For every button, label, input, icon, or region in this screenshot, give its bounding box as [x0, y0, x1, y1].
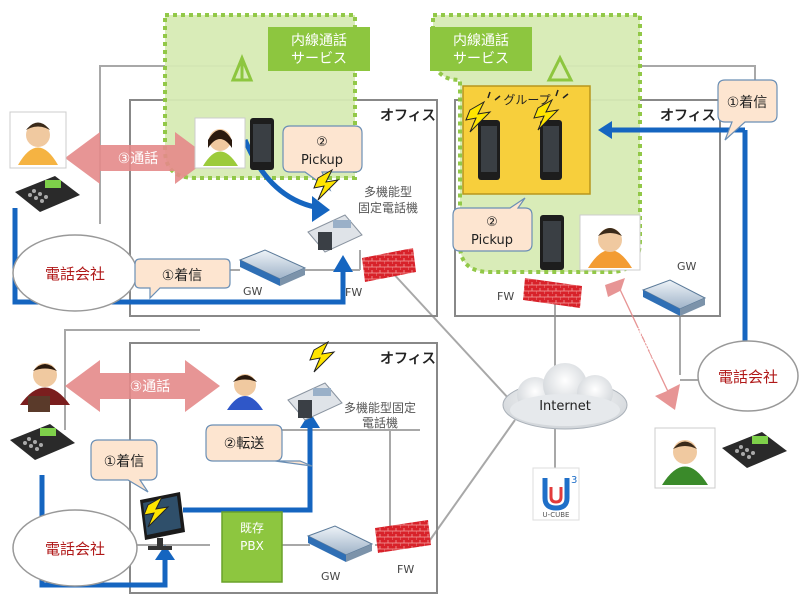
carrier-ellipse-bottom — [12, 509, 138, 587]
person-icon — [227, 374, 263, 410]
smartphone-icon — [540, 215, 564, 270]
call-label-right: ③通話 — [627, 324, 661, 368]
gw-router-top-right — [641, 279, 707, 316]
gw-router-bottom — [306, 525, 374, 562]
desk-phone-icon — [10, 424, 75, 460]
fw-label-bottom: FW — [397, 563, 414, 576]
multi-phone-label-line2: 固定電話機 — [358, 200, 418, 215]
ucube-sup: 3 — [571, 475, 577, 486]
group-label: グループ — [503, 93, 550, 107]
carrier-label-right: 電話会社 — [718, 368, 778, 386]
pbx-label-line2: PBX — [240, 539, 264, 553]
call-label-bottom-left: ③通話 — [130, 378, 171, 395]
callout-transfer — [205, 424, 313, 467]
office-label-top-left: オフィス — [380, 108, 436, 124]
ucube-logo — [532, 467, 580, 521]
smartphone-icon — [250, 118, 274, 170]
service-label-right-line2: サービス — [453, 51, 509, 67]
callout-pickup-left-num: ② — [316, 135, 328, 150]
service-label-left-line1: 内線通話 — [291, 32, 347, 49]
call-arrow-right — [605, 278, 680, 410]
gw-label-top-left: GW — [243, 285, 263, 298]
carrier-label-bottom: 電話会社 — [45, 540, 105, 558]
monitor-icon — [140, 492, 185, 550]
multi-phone-bottom-label-line1: 多機能型固定 — [344, 400, 416, 415]
multi-function-phone-icon — [307, 214, 363, 253]
person-icon — [20, 363, 70, 412]
carrier-ellipse-right — [697, 340, 799, 412]
firewall-top-left — [362, 248, 416, 282]
firewall-top-right — [523, 278, 582, 308]
ucube-label: U-CUBE — [543, 511, 570, 519]
ringing-bolt-icon — [143, 98, 560, 528]
call-arrow-bottom-left — [65, 360, 220, 412]
person-icon — [194, 117, 246, 169]
desk-phone-icon — [15, 176, 80, 212]
carrier-label-top-left: 電話会社 — [45, 265, 105, 283]
callout-incoming-top-text: ①着信 — [162, 268, 203, 284]
service-label-left — [268, 27, 370, 71]
fw-label-top-right: FW — [497, 290, 514, 303]
callout-pickup-right-num: ② — [486, 215, 498, 230]
gw-label-bottom: GW — [321, 570, 341, 583]
multi-phone-label-line1: 多機能型 — [364, 184, 412, 199]
internet-label: Internet — [539, 399, 591, 414]
service-label-right — [430, 27, 532, 71]
office-label-top-right: オフィス — [660, 108, 716, 124]
pbx-label-line1: 既存 — [240, 521, 264, 535]
callout-incoming-right-text: ①着信 — [727, 95, 768, 111]
callout-incoming-bottom-text: ①着信 — [104, 454, 145, 470]
callout-incoming-top — [134, 258, 231, 300]
person-icon — [579, 214, 641, 271]
callout-incoming-bottom — [90, 439, 158, 493]
gw-router-top-left — [238, 249, 307, 286]
smartphone-icon — [540, 120, 562, 180]
fw-label-top-left: FW — [345, 286, 362, 299]
internet-cloud-icon — [502, 363, 628, 430]
person-icon — [654, 427, 716, 489]
callout-pickup-right-word: Pickup — [471, 233, 513, 248]
call-arrow-top-left — [65, 132, 210, 184]
desk-phone-icon — [722, 432, 787, 468]
callout-transfer-text: ②転送 — [224, 436, 265, 452]
pbx-box — [221, 511, 283, 583]
office-label-bottom: オフィス — [380, 351, 436, 367]
multi-function-phone-icon — [287, 382, 343, 421]
service-label-left-line2: サービス — [291, 51, 347, 67]
firewall-bottom — [375, 520, 431, 553]
callout-incoming-right — [717, 79, 778, 141]
callout-pickup-left-word: Pickup — [301, 153, 343, 168]
service-pointer-right — [546, 54, 574, 82]
service-label-right-line1: 内線通話 — [453, 32, 509, 49]
call-label-top-left: ③通話 — [118, 150, 159, 167]
person-icon — [9, 111, 67, 169]
smartphone-icon — [478, 120, 500, 180]
gw-label-top-right: GW — [677, 260, 697, 273]
multi-phone-bottom-label-line2: 電話機 — [362, 415, 398, 430]
callout-pickup-right — [452, 197, 533, 252]
